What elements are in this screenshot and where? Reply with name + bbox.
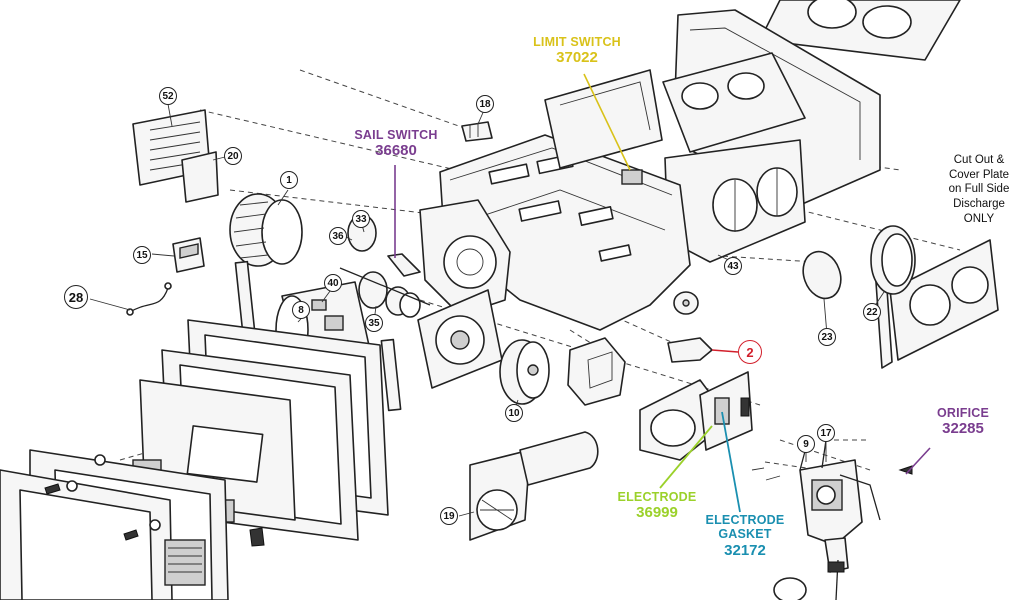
part-number-17: 17 — [817, 424, 835, 442]
part-number-40: 40 — [324, 274, 342, 292]
screws — [44, 465, 913, 547]
limit-switch-callout: LIMIT SWITCH 37022 — [518, 35, 636, 67]
retaining-clip — [667, 337, 713, 363]
note-line-2: Cover Plate — [948, 168, 1010, 181]
sail-switch-callout: SAIL SWITCH 36680 — [340, 128, 452, 160]
electrode-callout: ELECTRODE 36999 — [612, 490, 702, 522]
shaft-parts — [339, 214, 431, 318]
part-number-20: 20 — [224, 147, 242, 165]
burner-disc — [673, 291, 699, 315]
terminal-block — [172, 237, 205, 273]
part-2-leader — [711, 349, 739, 353]
vent-ring — [870, 225, 916, 295]
limit-switch-part-number: 37022 — [556, 49, 598, 67]
side-cover-plate — [874, 239, 999, 369]
top-grille-plate — [759, 0, 961, 61]
part-number-9: 9 — [797, 435, 815, 453]
part-number-19: 19 — [440, 507, 458, 525]
electrode-gasket-label-line2: GASKET — [718, 527, 772, 542]
wire-lead — [126, 282, 172, 316]
orifice-callout: ORIFICE 32285 — [920, 406, 1006, 438]
mounting-bracket — [567, 337, 626, 406]
part-number-28: 28 — [64, 285, 88, 309]
part-number-23: 23 — [818, 328, 836, 346]
note-line-3: on Full Side — [948, 183, 1010, 196]
electrode-gasket-label-line1: ELECTRODE — [705, 513, 785, 527]
electrode-label: ELECTRODE — [617, 490, 697, 504]
electrode-gasket-callout: ELECTRODE GASKET 32172 — [702, 513, 788, 559]
part-number-2: 2 — [738, 340, 762, 364]
part-number-22: 22 — [863, 303, 881, 321]
part-number-15: 15 — [133, 246, 151, 264]
blower-front-plate — [417, 289, 503, 389]
electrode-part-number: 36999 — [636, 504, 678, 522]
electrode-frame — [639, 371, 753, 461]
part-number-18: 18 — [476, 95, 494, 113]
louver-grille — [132, 109, 219, 203]
part-number-35: 35 — [365, 314, 383, 332]
electrode-gasket-leader — [721, 411, 741, 513]
orifice-label: ORIFICE — [936, 406, 990, 420]
limit-switch-label: LIMIT SWITCH — [533, 35, 621, 49]
cover-plate-note: Cut Out & Cover Plate on Full Side Disch… — [936, 153, 1022, 227]
part-number-36: 36 — [329, 227, 347, 245]
combustion-wheel — [499, 339, 550, 405]
gas-valve — [773, 439, 881, 600]
electrode-leader — [659, 425, 713, 489]
combustion-chamber — [662, 9, 881, 263]
note-line-1: Cut Out & — [953, 154, 1005, 166]
part-number-8: 8 — [292, 301, 310, 319]
part-number-33: 33 — [352, 210, 370, 228]
blower-housing — [419, 199, 511, 316]
sail-switch-label: SAIL SWITCH — [354, 128, 438, 142]
limit-switch-bracket — [461, 121, 493, 142]
part-number-43: 43 — [724, 257, 742, 275]
part-number-1: 1 — [280, 171, 298, 189]
sail-switch-part-number: 36680 — [375, 142, 417, 160]
note-line-5: ONLY — [963, 212, 995, 225]
part-number-10: 10 — [505, 404, 523, 422]
part-number-52: 52 — [159, 87, 177, 105]
note-line-4: Discharge — [953, 198, 1005, 211]
orifice-leader — [905, 447, 931, 475]
sail-switch — [387, 253, 421, 277]
orifice-part-number: 32285 — [942, 420, 984, 438]
electrode-gasket-part-number: 32172 — [724, 541, 766, 559]
limit-switch-leader — [583, 73, 631, 171]
sight-disc — [802, 250, 842, 300]
blower-wheel — [229, 193, 303, 267]
burner-tube — [469, 431, 599, 541]
front-panels — [0, 449, 229, 600]
